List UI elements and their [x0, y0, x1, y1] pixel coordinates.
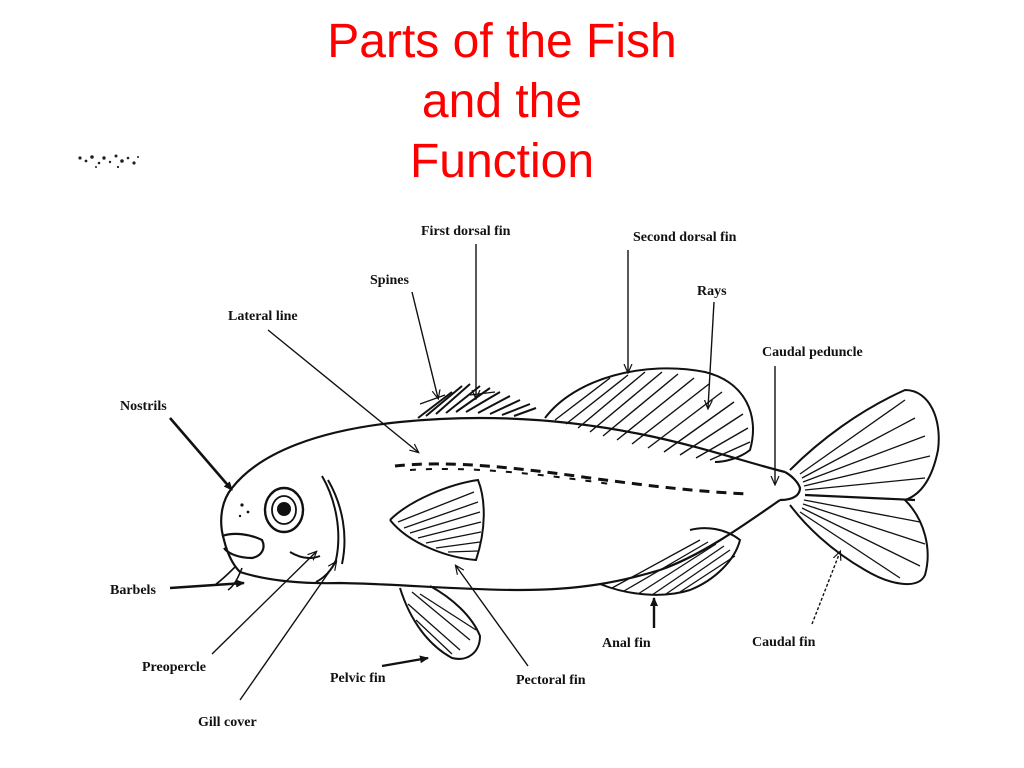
label-pelvic-fin: Pelvic fin	[330, 671, 386, 686]
label-barbels: Barbels	[110, 583, 156, 598]
leader-preopercle	[211, 552, 316, 655]
leader-rays	[708, 301, 715, 408]
label-nostrils: Nostrils	[120, 399, 167, 414]
pectoral-fin-shape	[389, 478, 485, 562]
caudal-fin-shape	[789, 388, 940, 586]
label-gill-cover: Gill cover	[198, 715, 257, 730]
label-rays: Rays	[697, 284, 727, 299]
labels: First dorsal fin Second dorsal fin Spine…	[110, 224, 863, 730]
lateral-line-shape	[394, 462, 751, 496]
label-first-dorsal-fin: First dorsal fin	[421, 224, 511, 239]
label-anal-fin: Anal fin	[602, 636, 651, 651]
eye-shape	[263, 486, 305, 534]
fish-body	[220, 416, 802, 592]
pelvic-fin-shape	[399, 585, 482, 660]
title-line-2: and the	[421, 75, 583, 128]
leader-nostrils	[169, 417, 233, 491]
gill-cover-shape	[289, 475, 346, 583]
label-second-dorsal-fin: Second dorsal fin	[633, 230, 737, 245]
leader-spines	[411, 291, 438, 398]
title-line-1: Parts of the Fish	[327, 15, 677, 68]
label-preopercle: Preopercle	[142, 660, 206, 675]
leader-lateral-line	[267, 329, 418, 452]
label-caudal-fin: Caudal fin	[752, 635, 816, 650]
leader-lines	[169, 244, 840, 701]
anal-fin-shape	[599, 527, 742, 596]
leader-pelvic-fin	[381, 655, 429, 668]
scan-speckles	[78, 154, 139, 169]
label-lateral-line: Lateral line	[228, 309, 298, 324]
label-pectoral-fin: Pectoral fin	[516, 673, 586, 688]
second-dorsal-fin-shape	[544, 367, 754, 463]
label-spines: Spines	[370, 273, 409, 288]
title-line-3: Function	[409, 135, 595, 188]
leader-gill-cover	[239, 562, 336, 701]
leader-barbels	[169, 579, 245, 590]
nostril-dots	[238, 503, 250, 518]
label-caudal-peduncle: Caudal peduncle	[762, 345, 863, 360]
slide-title: Parts of the Fish and the Function	[0, 12, 1004, 192]
leader-caudal-fin	[811, 552, 840, 625]
leader-pectoral-fin	[456, 566, 529, 667]
